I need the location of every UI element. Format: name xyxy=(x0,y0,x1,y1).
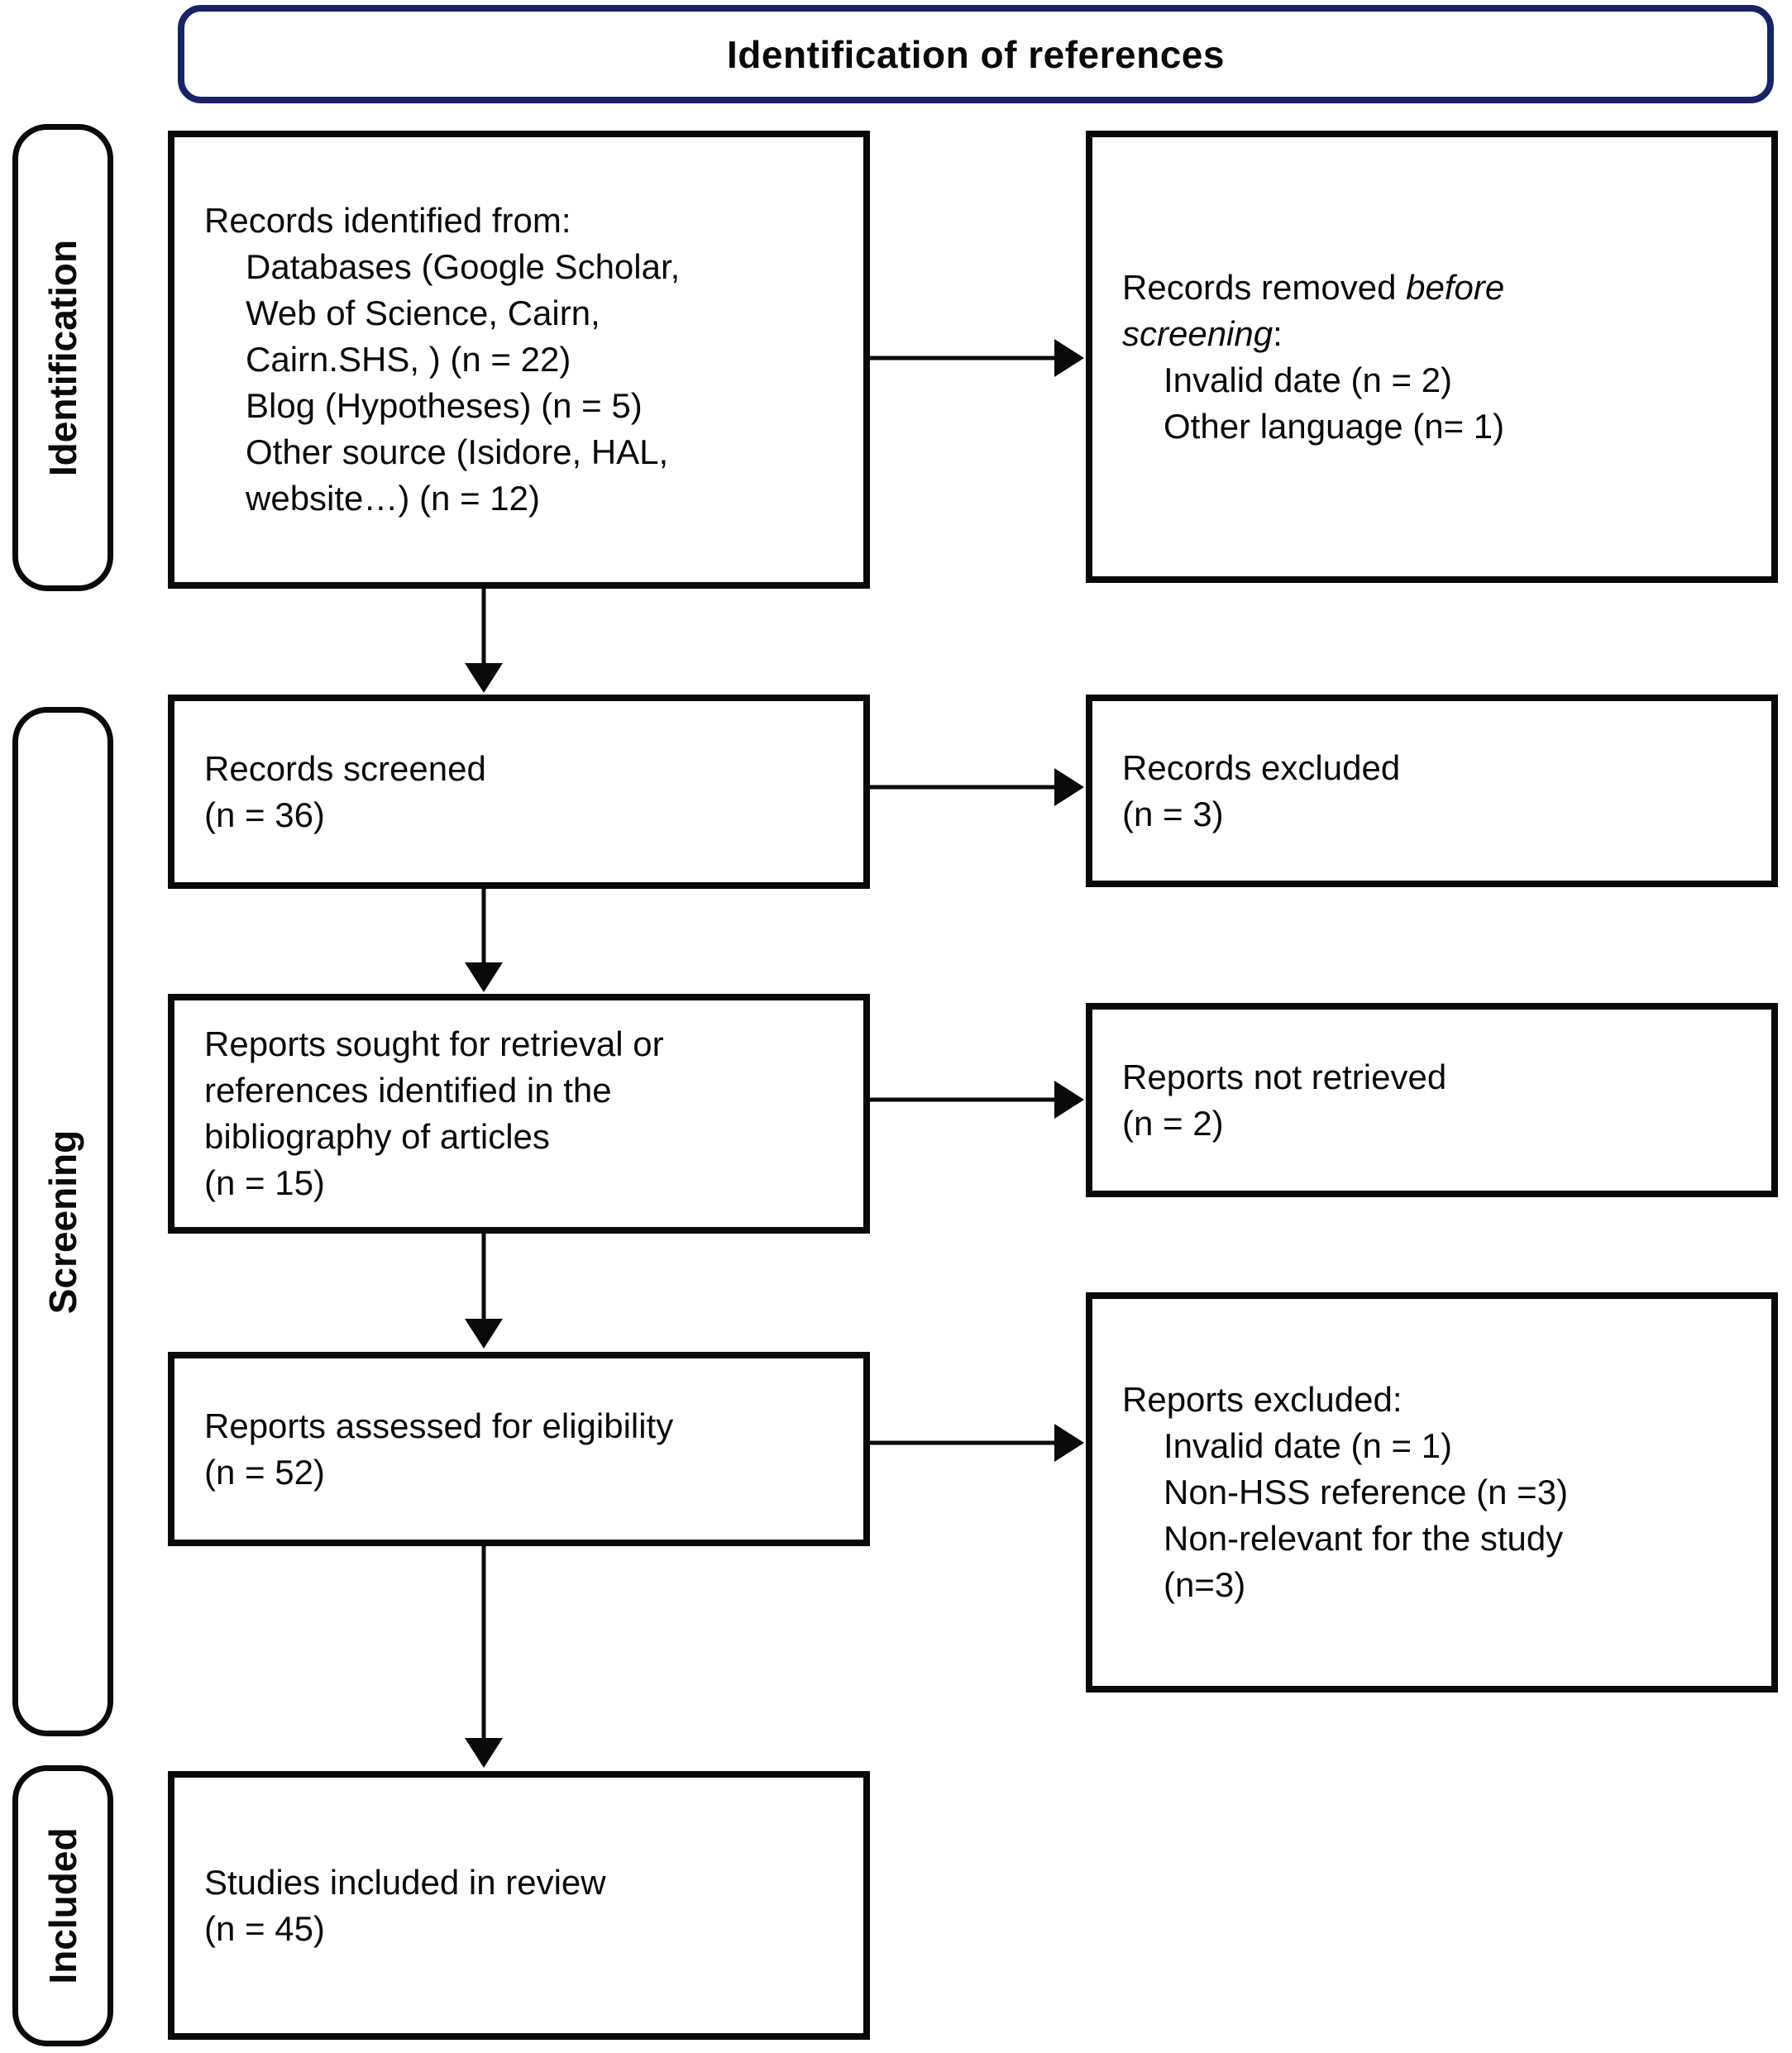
arrow-screened-to-sought xyxy=(465,886,503,992)
box-reports-sought-line: Reports sought for retrieval or xyxy=(204,1024,664,1063)
records-removed-lead2-normal: : xyxy=(1273,313,1283,353)
diagram-title: Identification of references xyxy=(727,32,1225,76)
box-reports-assessed-line: Reports assessed for eligibility xyxy=(204,1406,674,1445)
box-reports-excluded-heading: Reports excluded: xyxy=(1122,1380,1403,1419)
box-reports-not-retrieved-count: (n = 2) xyxy=(1122,1103,1224,1143)
box-records-removed: Records removed before screening: Invali… xyxy=(1086,131,1778,583)
box-records-excluded-line: Records excluded xyxy=(1122,747,1401,787)
box-reports-excluded-item: Non-relevant for the study xyxy=(1164,1519,1564,1558)
box-reports-excluded-item: Non-HSS reference (n =3) xyxy=(1164,1473,1569,1511)
box-records-removed-item: Invalid date (n = 2) xyxy=(1164,360,1453,399)
box-records-excluded-count: (n = 3) xyxy=(1122,794,1224,833)
arrow-screened-to-excluded xyxy=(867,768,1084,806)
box-records-identified-item: Databases (Google Scholar, xyxy=(246,247,681,286)
box-records-identified-item: Cairn.SHS, ) (n = 22) xyxy=(246,340,571,379)
box-reports-sought-count: (n = 15) xyxy=(204,1163,325,1202)
arrow-sought-to-assessed xyxy=(465,1230,503,1349)
arrow-identified-to-screened xyxy=(465,585,503,693)
box-records-screened-line: Records screened xyxy=(204,748,486,788)
box-records-screened-count: (n = 36) xyxy=(204,795,325,834)
box-reports-sought: Reports sought for retrieval or referenc… xyxy=(168,994,870,1234)
arrow-assessed-to-included xyxy=(465,1543,503,1768)
stage-label-identification: Identification xyxy=(12,124,113,591)
records-removed-lead-normal: Records removed xyxy=(1122,267,1407,307)
box-reports-excluded: Reports excluded: Invalid date (n = 1) N… xyxy=(1086,1292,1778,1693)
box-studies-included: Studies included in review (n = 45) xyxy=(168,1771,870,2040)
box-reports-excluded-item: Invalid date (n = 1) xyxy=(1164,1426,1453,1465)
box-records-identified-heading: Records identified from: xyxy=(204,201,571,240)
box-reports-not-retrieved-line: Reports not retrieved xyxy=(1122,1057,1447,1096)
box-reports-assessed-count: (n = 52) xyxy=(204,1452,325,1492)
stage-label-screening-text: Screening xyxy=(41,1129,84,1314)
box-records-identified: Records identified from: Databases (Goog… xyxy=(168,131,870,589)
box-studies-included-count: (n = 45) xyxy=(204,1908,325,1948)
arrow-identified-to-removed xyxy=(867,339,1084,377)
stage-label-screening: Screening xyxy=(12,707,113,1736)
box-records-removed-item: Other language (n= 1) xyxy=(1164,406,1505,446)
box-reports-sought-line: references identified in the xyxy=(204,1071,612,1110)
box-studies-included-line: Studies included in review xyxy=(204,1862,606,1902)
box-records-excluded: Records excluded (n = 3) xyxy=(1086,695,1778,887)
stage-label-included-text: Included xyxy=(41,1827,84,1984)
box-records-identified-item: Blog (Hypotheses) (n = 5) xyxy=(246,386,643,425)
box-records-identified-item: Other source (Isidore, HAL, xyxy=(246,432,669,471)
box-reports-not-retrieved: Reports not retrieved (n = 2) xyxy=(1086,1003,1778,1197)
records-removed-lead-italic: before xyxy=(1406,267,1505,307)
box-records-identified-item: Web of Science, Cairn, xyxy=(246,294,600,332)
box-records-removed-heading-line1: Records removed before xyxy=(1122,265,1761,311)
box-records-identified-item: website…) (n = 12) xyxy=(246,479,540,518)
diagram-title-box: Identification of references xyxy=(178,5,1774,103)
box-reports-sought-line: bibliography of articles xyxy=(204,1117,550,1156)
arrow-sought-to-not-retrieved xyxy=(867,1081,1084,1119)
stage-label-identification-text: Identification xyxy=(41,239,84,476)
stage-label-included: Included xyxy=(12,1765,113,2046)
box-reports-assessed: Reports assessed for eligibility (n = 52… xyxy=(168,1352,870,1546)
box-records-removed-heading-line2: screening: xyxy=(1122,311,1761,357)
box-records-screened: Records screened (n = 36) xyxy=(168,695,870,889)
box-reports-excluded-item: (n=3) xyxy=(1164,1565,1246,1604)
arrow-assessed-to-reports-excluded xyxy=(867,1424,1084,1462)
records-removed-lead2-italic: screening xyxy=(1122,313,1274,353)
